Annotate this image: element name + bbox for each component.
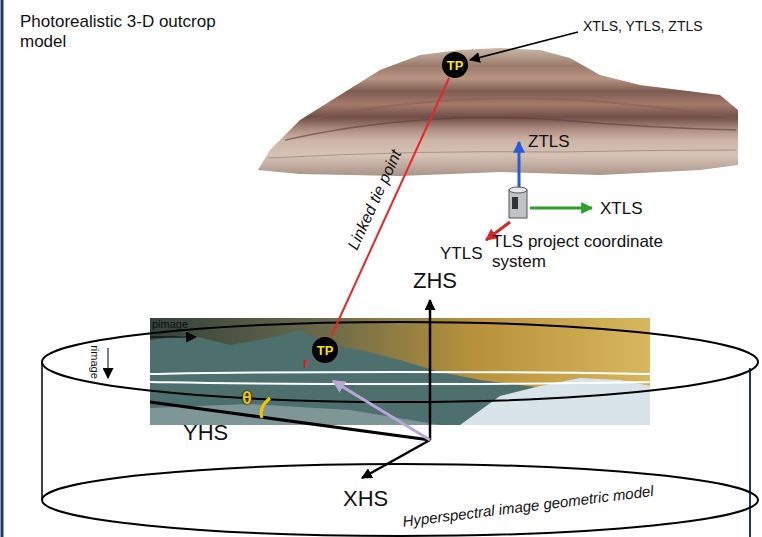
panorama-image xyxy=(150,318,650,425)
tie-point-marker: TP xyxy=(442,52,468,78)
image-axis-arrow xyxy=(150,337,196,338)
cylinder-ellipse xyxy=(42,322,758,402)
panel-title: Photorealistic 3-D outcrop model xyxy=(20,12,265,51)
outcrop-strata xyxy=(285,118,736,141)
angle-arc xyxy=(261,398,270,418)
system-label: TLS project coordinate system xyxy=(492,232,702,271)
model-label: Hyperspectral image geometric model xyxy=(402,482,655,530)
tie-point-label: TP xyxy=(317,344,334,357)
tie-point-marker: TP xyxy=(312,337,338,363)
axis-arrow xyxy=(362,440,430,478)
axis-arrow xyxy=(530,207,592,210)
range-label: r xyxy=(303,355,308,371)
image-axis-label: rimage xyxy=(89,345,102,379)
axis-arrow xyxy=(518,142,521,190)
image-axis-label: pimage xyxy=(152,318,188,331)
cylinder-side xyxy=(41,362,43,500)
angle-label: θ xyxy=(242,388,252,409)
axis-label: ZHS xyxy=(413,268,457,293)
outcrop-strata xyxy=(268,150,736,158)
direction-arrow xyxy=(333,381,430,440)
scanner-symbol xyxy=(512,197,518,209)
leader-arrow xyxy=(470,32,578,60)
coordinate-label: XTLS, YTLS, ZTLS xyxy=(583,18,703,34)
image-axis-arrow xyxy=(108,348,109,378)
scanner-symbol xyxy=(509,187,527,193)
outcrop-model xyxy=(258,48,738,176)
axis-label: ZTLS xyxy=(528,132,570,152)
scanner-symbol xyxy=(509,190,527,218)
tie-point-link xyxy=(331,78,449,338)
outcrop-strata xyxy=(300,98,736,122)
axis-label: XHS xyxy=(343,486,388,511)
axis-label: XTLS xyxy=(600,199,643,219)
tie-point-label: TP xyxy=(447,59,464,72)
axis-label: YHS xyxy=(183,420,228,445)
frame-border xyxy=(1,0,4,537)
cylinder-ellipse xyxy=(42,464,758,536)
axis-label: YTLS xyxy=(440,244,483,264)
cylinder-ring xyxy=(150,372,650,384)
axis-arrow xyxy=(429,300,432,440)
frame-border xyxy=(749,368,751,537)
